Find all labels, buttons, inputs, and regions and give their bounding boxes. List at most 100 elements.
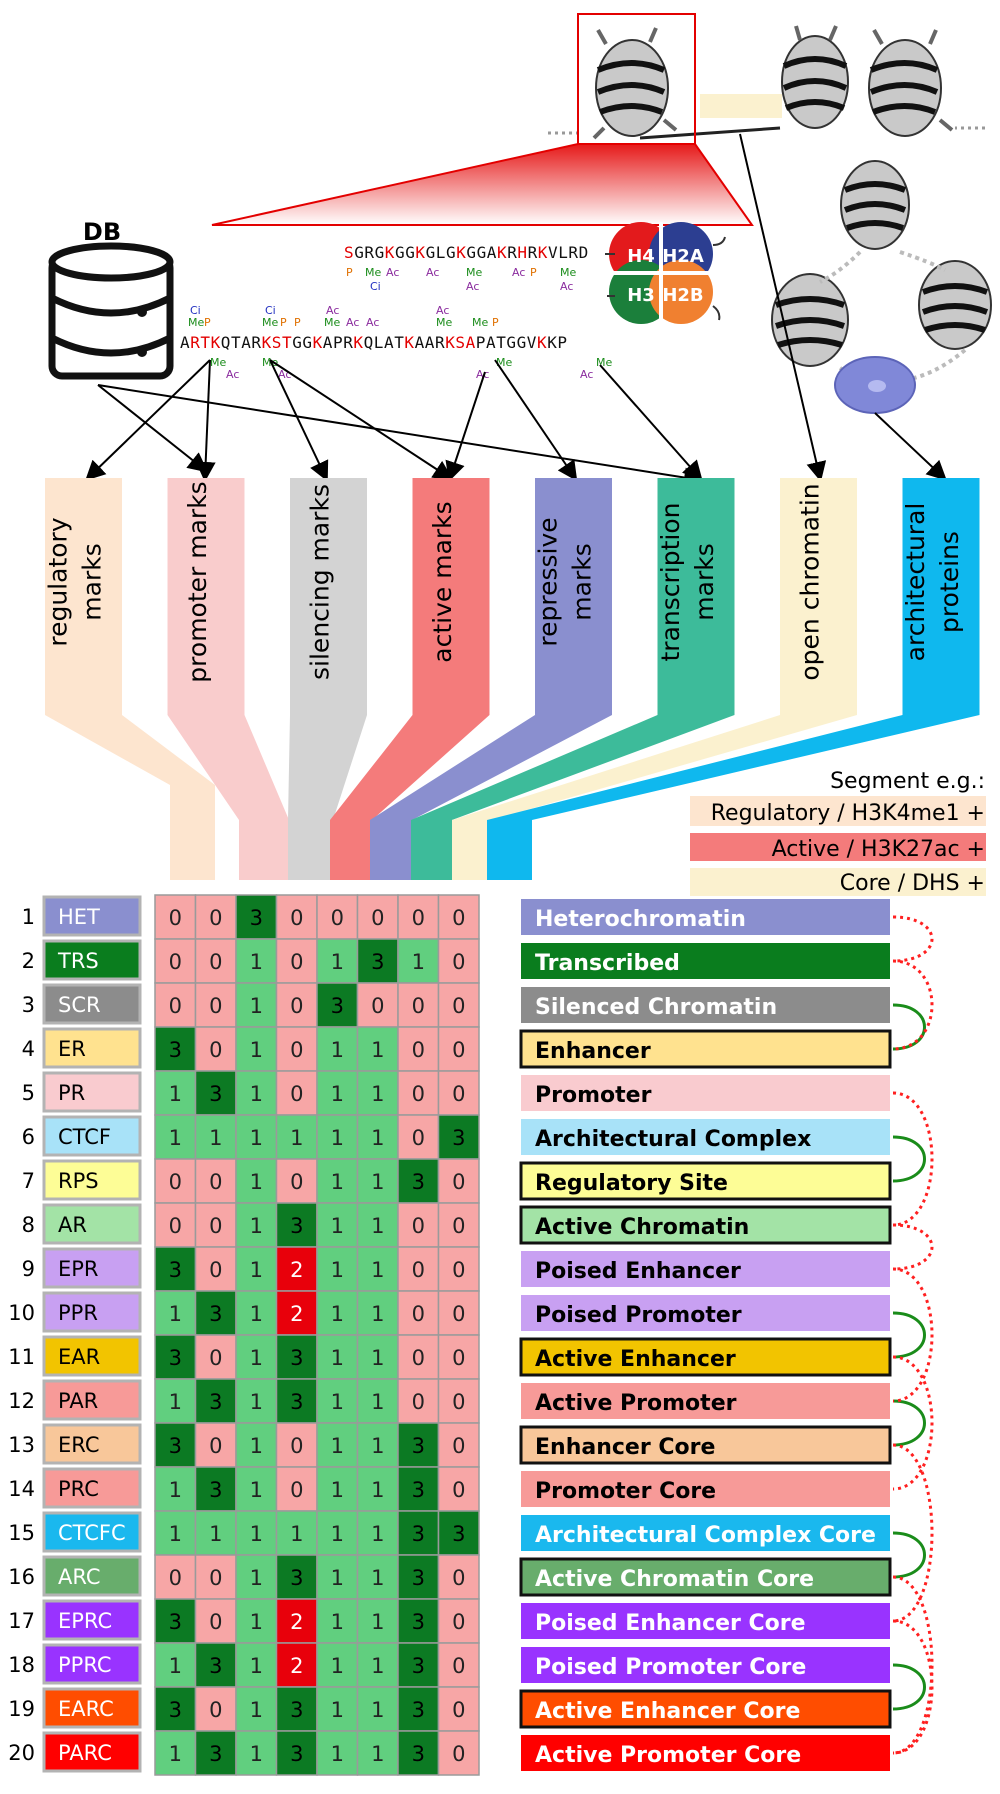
value-cell-text: 3	[290, 1214, 303, 1238]
red-dotted-connector	[892, 959, 934, 1051]
state-abbr-box	[42, 1335, 142, 1377]
value-cell-text: 0	[209, 1566, 222, 1590]
value-cell-text: 2	[290, 1302, 303, 1326]
value-cell-text: 1	[331, 1522, 344, 1546]
state-name-box	[521, 987, 890, 1023]
state-abbr-box	[42, 1379, 142, 1421]
value-cell	[154, 1158, 197, 1204]
state-name: Transcribed	[535, 951, 680, 976]
value-cell-text: 0	[209, 1434, 222, 1458]
category-label: open chromatin	[796, 483, 825, 680]
value-cell-text: 0	[209, 1698, 222, 1722]
h4-residue: R	[364, 243, 374, 262]
value-cell-text: 1	[331, 950, 344, 974]
green-connector	[892, 1003, 926, 1051]
state-name: Architectural Complex	[535, 1127, 811, 1152]
value-cell-text: 1	[250, 1346, 263, 1370]
value-cell-text: 1	[169, 1654, 182, 1678]
h4-residue: G	[446, 243, 456, 262]
value-cell-text: 1	[331, 1082, 344, 1106]
value-cell	[235, 1070, 278, 1116]
value-cell-text: 1	[250, 950, 263, 974]
h4-residue: R	[507, 243, 517, 262]
h3-residue: T	[231, 333, 241, 352]
h4-residue: V	[548, 243, 558, 262]
state-name-box	[519, 1425, 892, 1465]
state-name-box	[521, 1075, 890, 1111]
h3-residue: P	[476, 333, 486, 352]
value-cell-text: 1	[250, 1038, 263, 1062]
value-cell	[316, 1158, 359, 1204]
value-cell-text: 0	[209, 1610, 222, 1634]
category-label: active marks	[428, 501, 457, 662]
value-cell-text: 0	[452, 906, 465, 930]
value-cell	[194, 1510, 237, 1556]
h3-residue: A	[241, 333, 251, 352]
red-dotted-connector	[892, 1267, 934, 1403]
value-cell	[356, 1334, 399, 1380]
state-abbr-box	[42, 1203, 142, 1245]
modification-me-label: Me	[466, 266, 482, 279]
histone-h2a-label: H2A	[662, 246, 704, 267]
value-cell	[397, 1466, 440, 1512]
state-name: Poised Promoter Core	[535, 1655, 806, 1680]
h4-residue: A	[487, 243, 497, 262]
state-abbr: ARC	[58, 1565, 101, 1589]
modification-ac-label: Ac	[386, 266, 399, 279]
value-cell-text: 0	[452, 950, 465, 974]
value-cell-text: 3	[169, 1346, 182, 1370]
value-cell	[154, 1378, 197, 1424]
value-cell-text: 1	[331, 1170, 344, 1194]
value-cell	[437, 1510, 480, 1556]
value-cell	[275, 982, 318, 1028]
modification-p-label: P	[280, 316, 287, 329]
value-cell-text: 0	[412, 1390, 425, 1414]
value-cell-text: 1	[169, 1390, 182, 1414]
mapping-arrows	[85, 133, 947, 488]
value-cell	[397, 1070, 440, 1116]
value-cell-text: 3	[209, 1390, 222, 1414]
modification-ci-label: Ci	[370, 280, 381, 293]
state-abbr-box	[42, 1555, 142, 1597]
state-name: Silenced Chromatin	[535, 995, 777, 1020]
value-cell	[154, 894, 197, 940]
modification-p-label: P	[204, 316, 211, 329]
state-name-box	[519, 1689, 892, 1729]
state-abbr: PARC	[58, 1741, 112, 1765]
h3-residue: R	[435, 333, 445, 352]
h3-residue: T	[394, 333, 404, 352]
histone-h3-label: H3	[627, 285, 655, 306]
state-name-box	[521, 899, 890, 935]
segment-line-1: Regulatory / H3K4me1 +	[711, 801, 985, 826]
h3-residue: S	[455, 333, 465, 352]
nucleosome-3	[868, 29, 954, 137]
value-cell	[397, 982, 440, 1028]
modification-me-label: Me	[262, 316, 278, 329]
value-cell-text: 0	[452, 1566, 465, 1590]
value-cell-text: 0	[452, 1214, 465, 1238]
category-ribbon	[167, 478, 289, 880]
value-cell	[154, 1334, 197, 1380]
value-cell-text: 1	[371, 1082, 384, 1106]
value-cell	[194, 1554, 237, 1600]
nucleosome-2	[781, 25, 849, 129]
h4-residue: G	[477, 243, 487, 262]
value-cell	[397, 1334, 440, 1380]
modification-ac-label: Ac	[436, 304, 449, 317]
value-cell-text: 0	[371, 994, 384, 1018]
value-cell-text: 3	[412, 1170, 425, 1194]
value-cell-text: 3	[290, 1698, 303, 1722]
state-abbr-box	[42, 1511, 142, 1553]
value-cell-text: 0	[452, 1698, 465, 1722]
value-cell-text: 0	[452, 994, 465, 1018]
state-number: 17	[8, 1609, 35, 1633]
value-cell-text: 1	[371, 1126, 384, 1150]
h3-residue: R	[190, 333, 200, 352]
state-abbr: AR	[58, 1213, 87, 1237]
